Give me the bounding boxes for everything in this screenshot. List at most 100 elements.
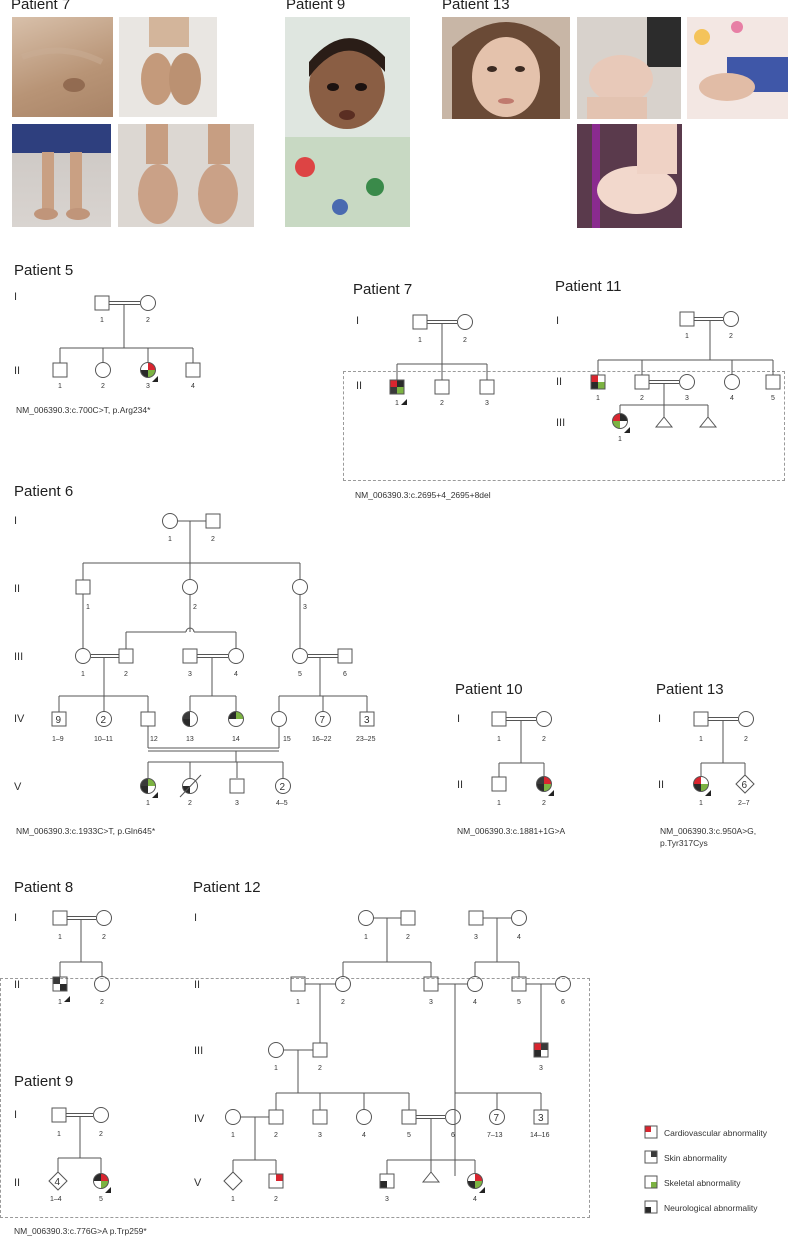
p5-id-II1: 1 [58, 383, 62, 390]
p11-id-I1: 1 [685, 333, 689, 340]
p11-I1-male [679, 311, 695, 327]
p6-gen-I-label: I [14, 515, 17, 527]
p12-IV6-female [445, 1109, 461, 1125]
p12-id-V3: 3 [385, 1196, 389, 1203]
pedigree-title-patient-11: Patient 11 [555, 278, 622, 295]
p8-id-II1: 1 [58, 999, 62, 1006]
p6-III2-male [118, 648, 134, 664]
p5-II4-male [185, 362, 201, 378]
patient-7-hands-photo [119, 17, 217, 117]
p6-id-II3: 3 [303, 604, 307, 611]
p6-IV-23-25-males [359, 711, 375, 727]
p12-gen-IV-label: IV [194, 1113, 205, 1125]
p10-id-I2: 2 [542, 736, 546, 743]
p5-id-II2: 2 [101, 383, 105, 390]
p12-id-IV1: 1 [231, 1132, 235, 1139]
patient-13-hand-photo [687, 17, 788, 119]
p12-IV5-male [401, 1109, 417, 1125]
p12-id-V2: 2 [274, 1196, 278, 1203]
p6-II3-female [292, 579, 308, 595]
p13-id-II2-7: 2–7 [738, 800, 750, 807]
p12-V1-sex-unknown [223, 1171, 243, 1191]
p12-V3-affected [379, 1173, 395, 1189]
p11-id-II2: 2 [640, 395, 644, 402]
p7-II3-male [479, 379, 495, 395]
p8-I1-male [52, 910, 68, 926]
p12-I1-female [358, 910, 374, 926]
p7-II2-male [434, 379, 450, 395]
p8-id-I1: 1 [58, 934, 62, 941]
p11-II3-female [679, 374, 695, 390]
pedigree-title-patient-5: Patient 5 [14, 262, 74, 279]
legend-item-neurological: Neurological abnormality [644, 1200, 758, 1214]
patient-13-palm-photo [577, 17, 681, 119]
p6-IV-16-22-females [315, 711, 331, 727]
p6-IV-10-11-females [96, 711, 112, 727]
p6-id-V1: 1 [146, 800, 150, 807]
p11-id-I2: 2 [729, 333, 733, 340]
p9-gen-I-label: I [14, 1109, 17, 1121]
p6-id-III6: 6 [343, 671, 347, 678]
p6-id-IV14: 14 [232, 736, 240, 743]
p5-gen-II-label: II [14, 365, 20, 377]
p7-I1-male [412, 314, 428, 330]
pedigree-title-patient-13: Patient 13 [656, 681, 724, 698]
p5-id-II4: 4 [191, 383, 195, 390]
p6-id-IV-23-25: 23–25 [356, 736, 376, 743]
pedigree-title-patient-8: Patient 8 [14, 879, 74, 896]
p13-gen-I-label: I [658, 713, 661, 725]
p6-V2-deceased-affected [179, 774, 202, 798]
p12-gen-I-label: I [194, 912, 197, 924]
legend: Cardiovascular abnormality Skin abnormal… [644, 1125, 768, 1214]
p11-id-II4: 4 [730, 395, 734, 402]
p6-id-V-4-5: 4–5 [276, 800, 288, 807]
p12-id-II1: 1 [296, 999, 300, 1006]
p12-III3-affected [533, 1042, 549, 1058]
p6-IV-count-3: 3 [364, 715, 370, 726]
photo-label-patient-7: Patient 7 [11, 0, 71, 13]
p6-IV15-female [271, 711, 287, 727]
p10-gen-II-label: II [457, 779, 463, 791]
p9-id-II1-4: 1–4 [50, 1196, 62, 1203]
pedigree-title-patient-6: Patient 6 [14, 483, 74, 500]
p6-variant: NM_006390.3:c.1933C>T, p.Gln645* [16, 826, 156, 836]
p6-IV12-male [140, 711, 156, 727]
p12-IV1-female [225, 1109, 241, 1125]
p12-id-IV2: 2 [274, 1132, 278, 1139]
p6-id-III4: 4 [234, 671, 238, 678]
p12-id-II6: 6 [561, 999, 565, 1006]
p9-gen-II-label: II [14, 1177, 20, 1189]
p12-IV4-female [356, 1109, 372, 1125]
p7-id-II3: 3 [485, 400, 489, 407]
p12-id-III2: 2 [318, 1065, 322, 1072]
p6-IV13-affected [182, 711, 198, 727]
p7-id-II1: 1 [395, 400, 399, 407]
p12-V2-affected [268, 1173, 284, 1189]
patient-7-abdomen-photo [12, 17, 113, 117]
p11-id-II3: 3 [685, 395, 689, 402]
p6-III6-male [337, 648, 353, 664]
p11-III-pregnancy-loss-1 [654, 416, 674, 428]
p7-II1-proband [389, 379, 407, 405]
p8-id-I2: 2 [102, 934, 106, 941]
photo-label-patient-13: Patient 13 [442, 0, 510, 13]
legend-item-cardiovascular: Cardiovascular abnormality [644, 1125, 768, 1139]
p12-id-II5: 5 [517, 999, 521, 1006]
p7-gen-I-label: I [356, 315, 359, 327]
p6-IV-count-7: 7 [320, 715, 326, 726]
p11-id-II1: 1 [596, 395, 600, 402]
p12-II2-female [335, 976, 351, 992]
p12-id-IV6: 6 [451, 1132, 455, 1139]
p7-id-II2: 2 [440, 400, 444, 407]
p10-II2-proband [536, 776, 554, 796]
p9-I2-female [93, 1107, 109, 1123]
pedigree-title-patient-10: Patient 10 [455, 681, 523, 698]
p13-id-II1: 1 [699, 800, 703, 807]
p11-III1-proband [612, 413, 630, 433]
p6-id-III1: 1 [81, 671, 85, 678]
p12-id-IV-7-13: 7–13 [487, 1132, 503, 1139]
p10-I2-female [536, 711, 552, 727]
p12-id-III3: 3 [539, 1065, 543, 1072]
p5-id-II3: 3 [146, 383, 150, 390]
p5-I1-male [94, 295, 110, 311]
